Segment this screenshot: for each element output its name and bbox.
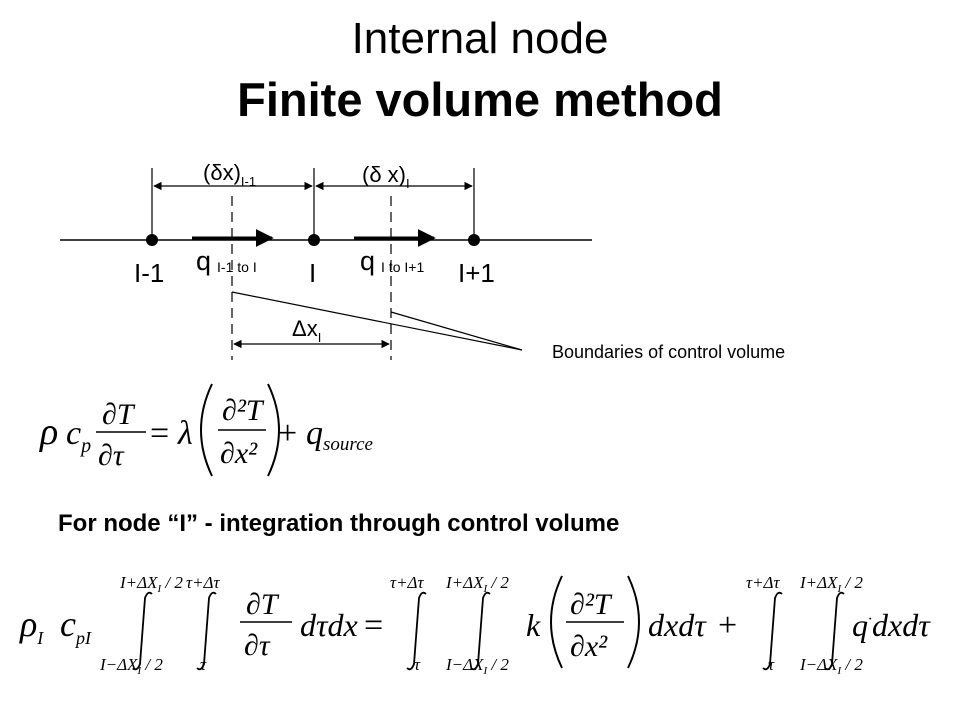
title-line-2: Finite volume method [237, 73, 723, 126]
integral-sign-icon [132, 591, 153, 671]
eq2-left-paren [550, 575, 563, 669]
eq2-d2T: ∂²T [570, 588, 613, 621]
eq2-int3-upper: τ+Δτ [390, 573, 425, 592]
eq2-int6-lower: I−ΔXI / 2 [799, 655, 863, 677]
eq1-right-paren [267, 383, 280, 477]
eq2-plus: + [718, 607, 737, 644]
eq2-int4-upper: I+ΔXI / 2 [445, 573, 509, 595]
leader-line [390, 311, 523, 351]
title-line-1: Internal node [351, 14, 609, 63]
eq2-int5-lower: τ [768, 655, 775, 674]
eq2-int1-upper: I+ΔXI / 2 [119, 573, 183, 595]
eq2-dtau: ∂τ [244, 629, 271, 662]
node-label-prev: I-1 [134, 258, 164, 288]
eq1-left-paren [200, 383, 213, 477]
dimension-label-curr: (δ x)I [362, 162, 410, 191]
eq1-rho: ρ [39, 411, 58, 453]
boundaries-caption: Boundaries of control volume [552, 342, 785, 362]
integral-sign-icon [196, 591, 217, 671]
node-label-next: I+1 [458, 258, 495, 288]
eq2-k: k [526, 607, 541, 643]
integrated-equation: ρI cpI I+ΔXI / 2 I−ΔXI / 2 τ+Δτ τ ∂T ∂τ … [19, 573, 931, 677]
eq2-rho: ρI [19, 604, 44, 648]
node-dot [468, 234, 480, 246]
eq2-int4-lower: I−ΔXI / 2 [445, 655, 509, 677]
eq2-int6-upper: I+ΔXI / 2 [799, 573, 863, 595]
eq1-q-source: qsource [306, 415, 373, 455]
eq2-int3-lower: τ [414, 655, 421, 674]
cv-width-label: ΔxI [292, 316, 321, 345]
dimension-label-prev: (δx)I-1 [203, 160, 256, 189]
eq1-dT: ∂T [102, 398, 136, 431]
integration-subheading: For node “I” - integration through contr… [58, 510, 620, 537]
eq2-int2-lower: τ [200, 655, 207, 674]
eq2-int2-upper: τ+Δτ [186, 573, 221, 592]
eq1-dx2: ∂x² [220, 437, 258, 470]
integral-sign-icon [470, 591, 491, 671]
eq2-qdot: q·dxdτ [852, 607, 931, 643]
heat-equation: ρ cp ∂T ∂τ = λ ∂²T ∂x² + qsource [39, 383, 373, 477]
eq2-int5-upper: τ+Δτ [746, 573, 781, 592]
eq1-d2T: ∂²T [222, 394, 265, 427]
integral-sign-icon [824, 591, 845, 671]
integral-sign-icon [762, 591, 783, 671]
eq1-lambda: λ [177, 415, 193, 452]
eq1-plus: + [278, 415, 297, 452]
eq2-right-paren [627, 575, 640, 669]
eq2-c: cpI [60, 604, 92, 648]
eq1-equals: = [150, 415, 169, 452]
node-dot [146, 234, 158, 246]
eq2-equals: = [364, 607, 383, 644]
eq1-c: cp [66, 415, 91, 457]
eq2-dtaudx: dτdx [300, 607, 358, 643]
leader-line [231, 291, 523, 351]
eq2-dxdtau: dxdτ [648, 607, 707, 643]
node-label-current: I [309, 258, 316, 288]
eq2-dx2: ∂x² [570, 630, 608, 663]
node-dot [308, 234, 320, 246]
eq1-dtau: ∂τ [98, 439, 125, 472]
eq2-int1-lower: I−ΔXI / 2 [99, 655, 163, 677]
integral-sign-icon [406, 591, 427, 671]
eq2-dT: ∂T [246, 588, 280, 621]
